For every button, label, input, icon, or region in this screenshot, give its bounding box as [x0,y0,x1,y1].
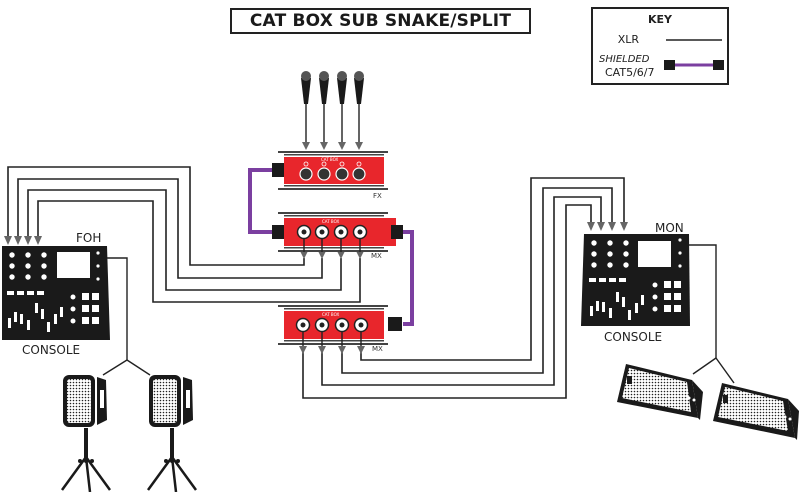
xlr-cable [302,204,592,399]
microphone-icon [354,71,364,150]
foh-console-icon [2,246,128,360]
key-xlr-label: XLR [617,33,639,46]
microphone-icon [337,71,347,150]
cat-cable-mx1-to-mx2 [403,230,414,326]
key-legend-graphics [664,39,724,70]
wedge-monitor-icon [617,364,703,420]
arrow-heads-foh [4,236,364,259]
cat-box-mx1 [272,212,403,252]
mx1-box-label: MX [371,252,382,260]
fx-brand-label: CAT BOX [321,157,339,162]
cat-box-fx [272,151,388,190]
mx1-brand-label: CAT BOX [322,219,340,224]
wedge-monitor-icon [713,383,799,440]
xlr-cables-foh [7,166,361,303]
mon-console-label: CONSOLE [604,330,663,344]
key-legend: KEY XLR SHIELDED CAT5/6/7 [591,7,729,85]
mx2-box-label: MX [372,345,383,353]
arrow-heads-mon [299,222,628,354]
xlr-cable [341,187,613,374]
fx-box-label: FX [373,192,382,200]
pa-speaker-icon [146,375,198,492]
cat-port [272,225,284,239]
cat-port [272,163,284,177]
mon-wedges [617,357,799,440]
xlr-cable [321,196,602,386]
xlr-jack [299,167,313,181]
foh-speakers [60,359,198,492]
cat-port [391,225,403,239]
mon-console-icon [581,234,717,358]
xlr-cable [17,178,323,279]
xlr-jack [317,167,331,181]
key-cat-label: CAT5/6/7 [605,66,655,79]
xlr-jack [352,167,366,181]
key-heading: KEY [647,13,672,26]
xlr-cables-mon [302,177,625,399]
mx2-brand-label: CAT BOX [322,312,340,317]
cat-cable-fx-to-mx1 [248,168,272,234]
xlr-cable [7,166,305,266]
mon-label: MON [655,221,684,235]
foh-label: FOH [76,231,102,245]
diagram-title: CAT BOX SUB SNAKE/SPLIT [230,8,531,34]
microphone-icon [319,71,329,150]
key-shielded-label: SHIELDED [599,54,650,65]
microphone-icon [301,71,311,150]
xlr-cable [360,177,625,361]
cat-port [388,317,402,331]
xlr-cable [27,189,342,291]
pa-speaker-icon [60,375,112,492]
cat-box-mx2 [278,305,402,346]
xlr-cable [37,200,361,303]
microphones [301,71,364,150]
foh-console-label: CONSOLE [22,343,81,357]
xlr-jack [335,167,349,181]
cat-cables [248,168,414,326]
